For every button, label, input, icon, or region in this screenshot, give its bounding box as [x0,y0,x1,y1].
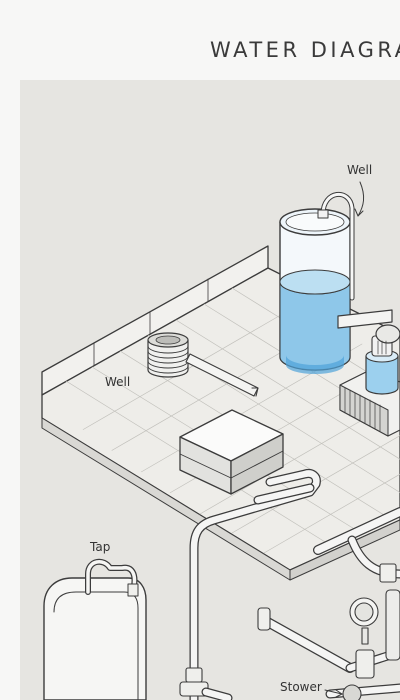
sink-tap [43,558,147,700]
well-coil [147,332,259,397]
shower-label: Stower [280,680,322,694]
well-label-left: Well [105,375,131,389]
supply-pipes [189,469,321,700]
filter-unit [339,324,400,437]
well-label-top: Well [347,163,373,177]
outlet-pipe [337,309,393,329]
tap-label: Tap [90,540,111,554]
water-tank [279,191,355,374]
diagram-title: WATER DIAGRA [210,38,400,62]
pressure-box [179,409,284,495]
